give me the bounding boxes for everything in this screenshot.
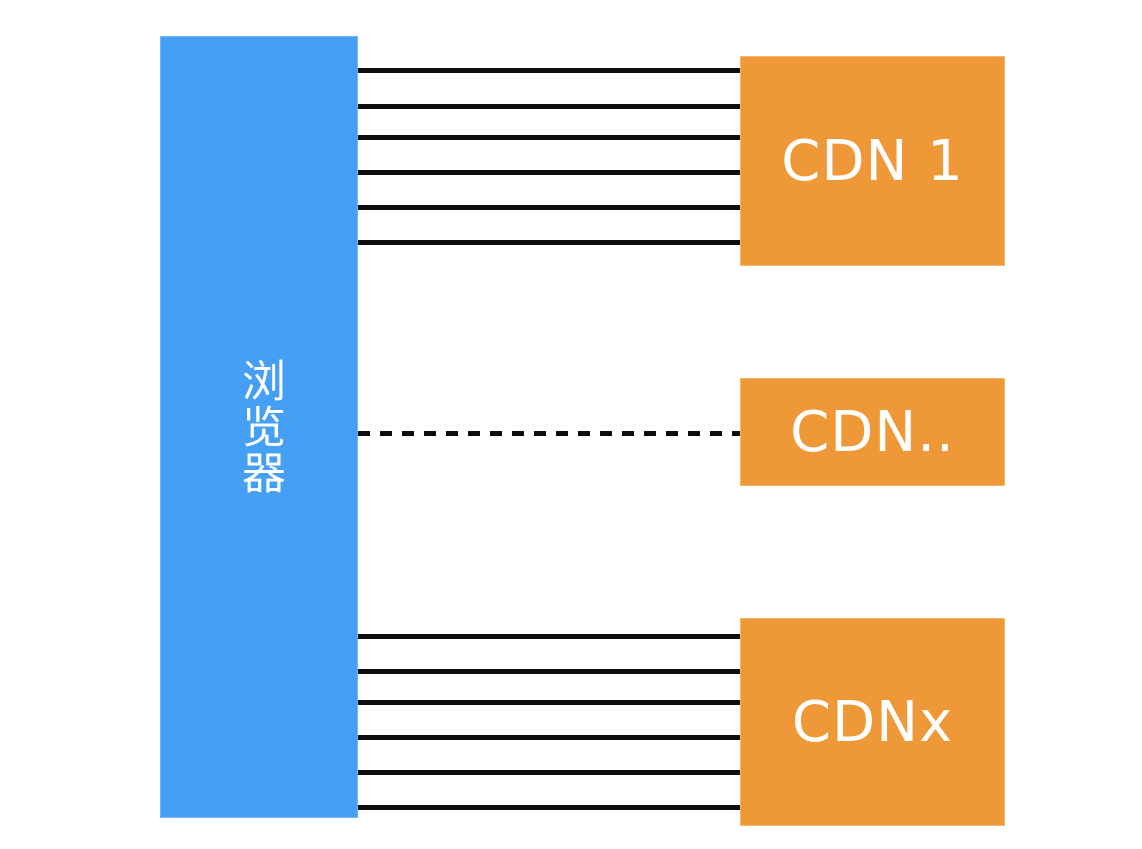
cdn-node-1[interactable]: CDN 1 <box>740 56 1005 266</box>
connection-line-cdn1-1 <box>358 68 740 73</box>
connection-line-cdn1-3 <box>358 135 740 140</box>
cdn-node-1-label: CDN 1 <box>781 128 964 194</box>
connection-line-cdnx-3 <box>358 700 740 705</box>
connection-line-cdnx-6 <box>358 805 740 810</box>
cdn-node-ellipsis[interactable]: CDN.. <box>740 378 1005 486</box>
connection-line-cdn1-5 <box>358 205 740 210</box>
connection-line-cdnx-4 <box>358 735 740 740</box>
browser-node[interactable]: 浏览器 <box>160 36 358 818</box>
cdn-node-x-label: CDNx <box>791 689 954 755</box>
connection-line-cdn1-6 <box>358 240 740 245</box>
connection-line-cdnx-2 <box>358 669 740 674</box>
connection-line-cdn1-4 <box>358 170 740 175</box>
cdn-node-ellipsis-label: CDN.. <box>790 399 955 465</box>
connection-line-cdnx-5 <box>358 770 740 775</box>
cdn-node-x[interactable]: CDNx <box>740 618 1005 826</box>
browser-node-label: 浏览器 <box>234 358 286 496</box>
connection-line-cdn-mid-dashed <box>358 431 740 436</box>
connection-line-cdn1-2 <box>358 104 740 109</box>
connection-line-cdnx-1 <box>358 634 740 639</box>
